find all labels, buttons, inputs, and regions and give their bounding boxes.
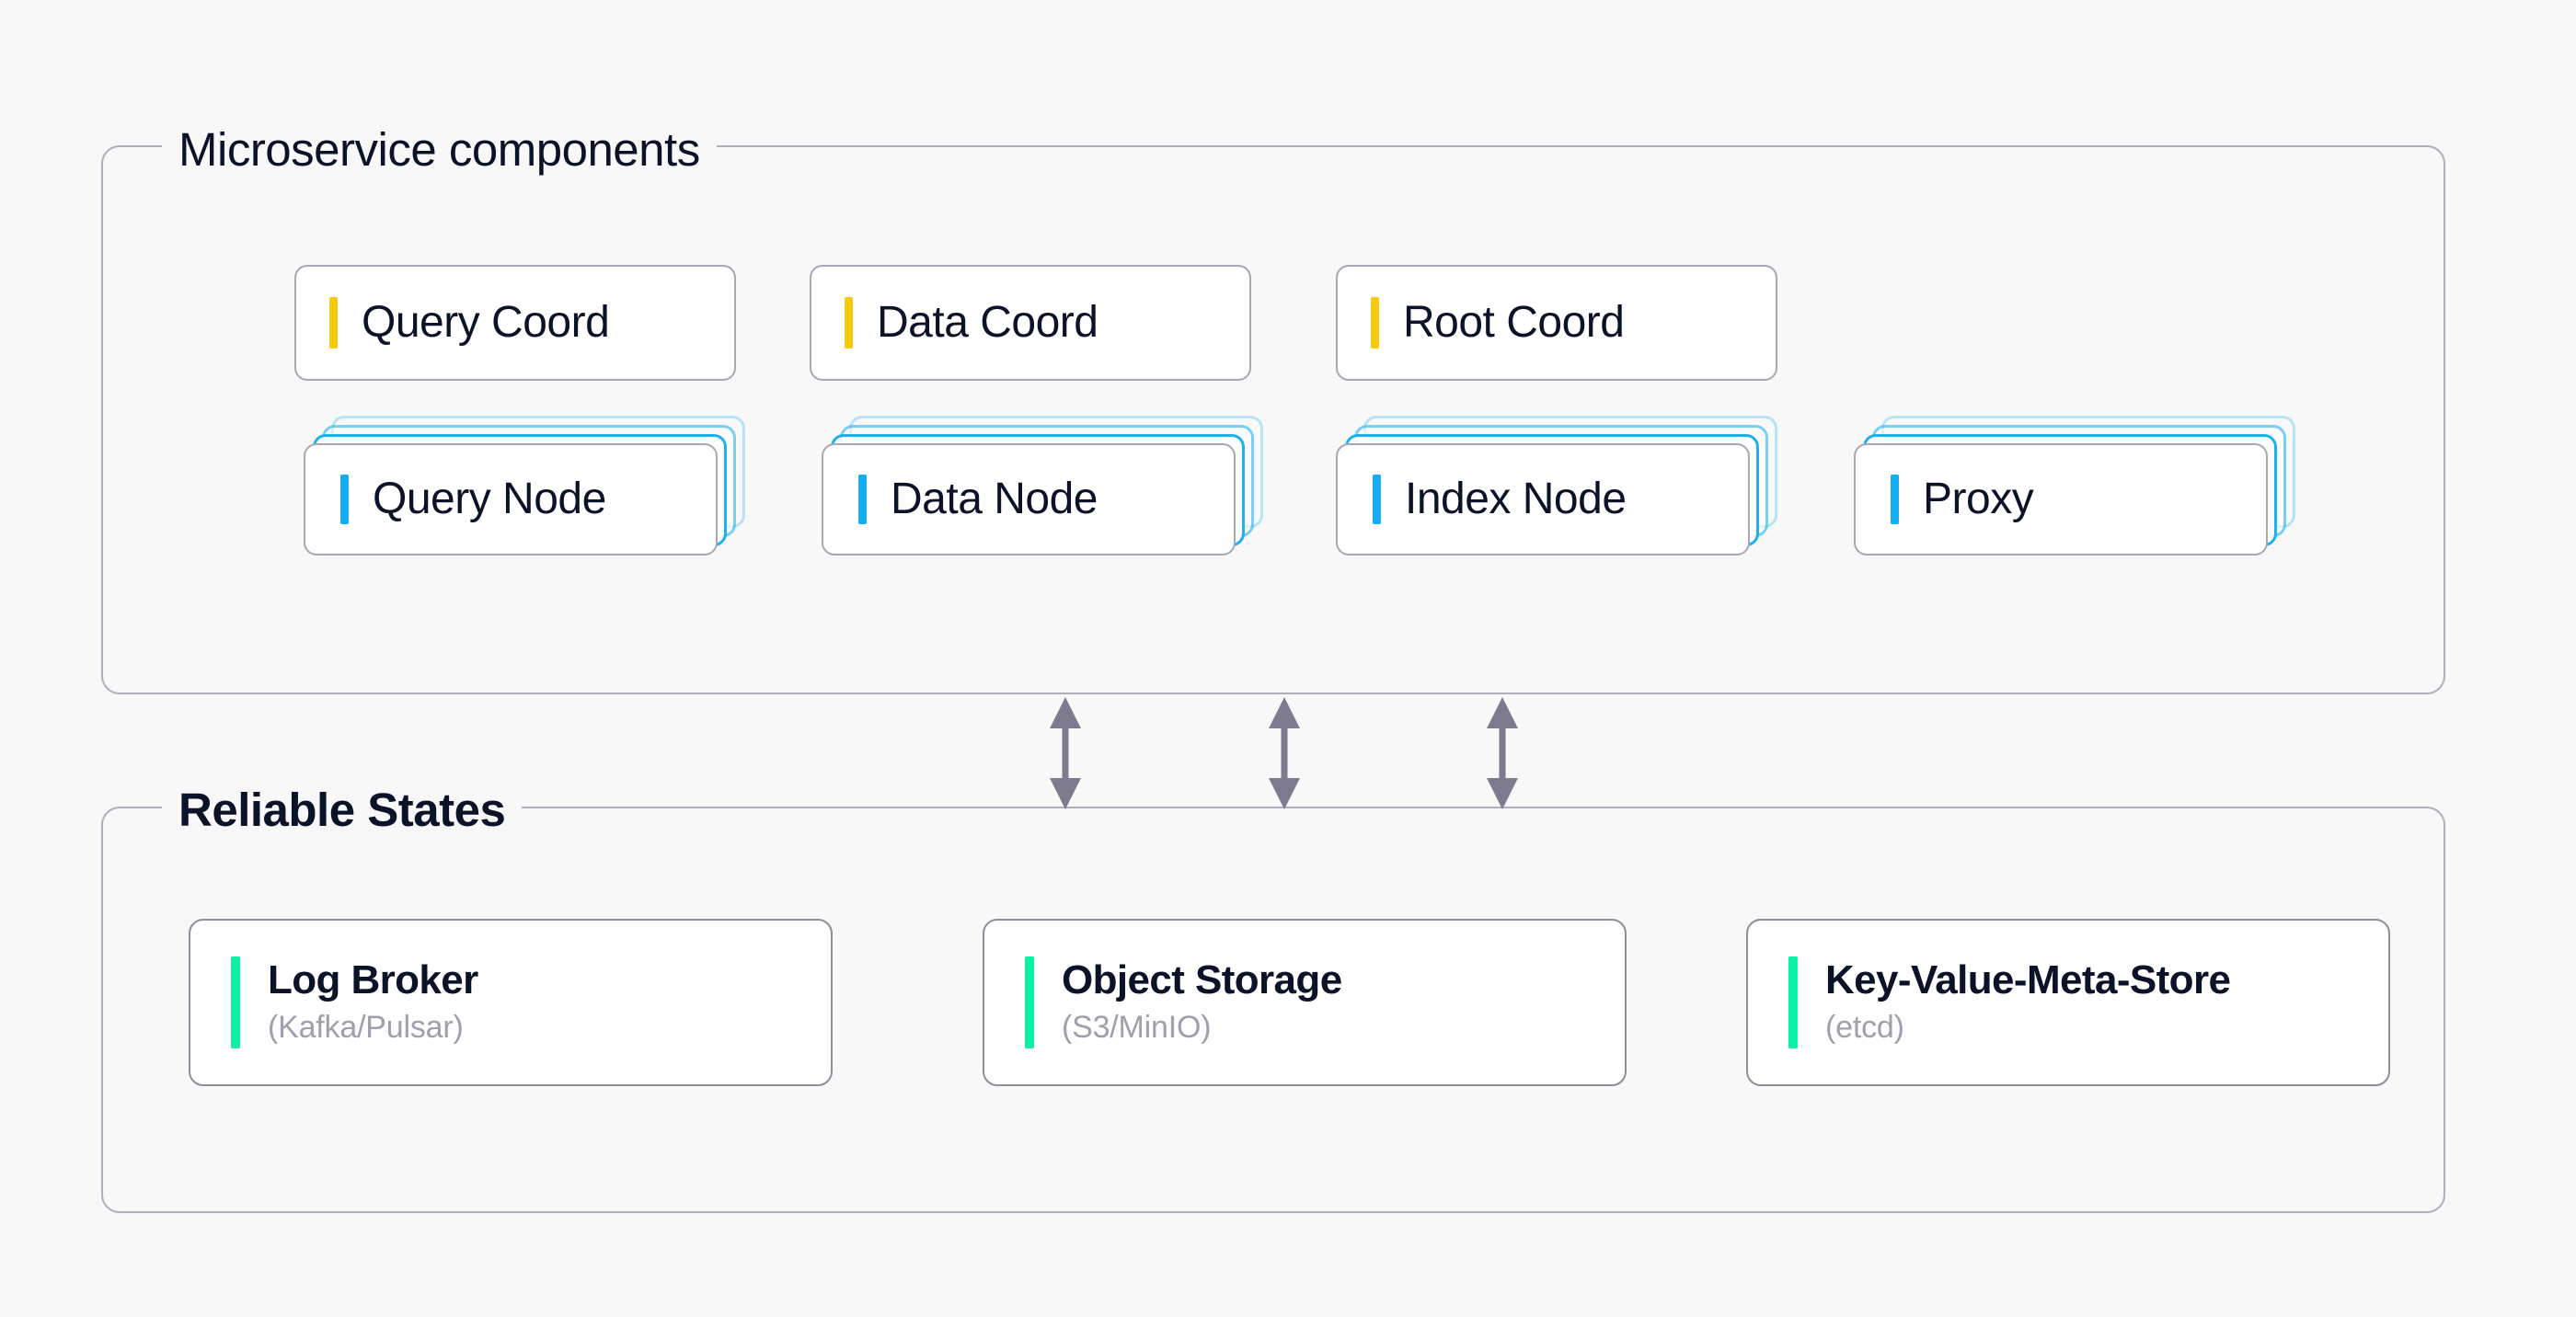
accent-bar-blue: [1891, 475, 1899, 524]
card-log-broker-subtitle: (Kafka/Pulsar): [268, 1010, 464, 1046]
card-object-storage-subtitle: (S3/MinIO): [1062, 1010, 1212, 1046]
accent-bar-blue: [1373, 475, 1381, 524]
microservice-components-frame: [101, 145, 2445, 694]
accent-bar-blue: [340, 475, 349, 524]
card-key-value-meta-store[interactable]: Key-Value-Meta-Store (etcd): [1746, 919, 2390, 1086]
double-arrow-icon: [1269, 697, 1300, 809]
card-query-coord-label: Query Coord: [362, 297, 610, 347]
accent-bar-green: [1788, 956, 1798, 1048]
accent-bar-yellow: [1371, 297, 1379, 349]
card-key-value-meta-store-subtitle: (etcd): [1825, 1010, 1904, 1046]
reliable-states-legend: Reliable States: [162, 786, 523, 833]
card-log-broker-title: Log Broker: [268, 957, 478, 1003]
card-object-storage[interactable]: Object Storage (S3/MinIO): [983, 919, 1627, 1086]
card-data-coord[interactable]: Data Coord: [810, 265, 1251, 381]
card-proxy[interactable]: Proxy: [1854, 443, 2268, 555]
accent-bar-green: [231, 956, 240, 1048]
card-query-coord[interactable]: Query Coord: [294, 265, 736, 381]
card-data-coord-label: Data Coord: [877, 297, 1098, 347]
card-index-node[interactable]: Index Node: [1336, 443, 1750, 555]
connector-arrow-3: [1478, 697, 1527, 809]
microservice-components-legend: Microservice components: [162, 126, 717, 173]
card-proxy-label: Proxy: [1923, 474, 2034, 523]
card-data-node[interactable]: Data Node: [822, 443, 1236, 555]
card-key-value-meta-store-title: Key-Value-Meta-Store: [1825, 957, 2231, 1003]
card-object-storage-title: Object Storage: [1062, 957, 1342, 1003]
connector-arrow-2: [1259, 697, 1309, 809]
card-log-broker[interactable]: Log Broker (Kafka/Pulsar): [189, 919, 833, 1086]
card-root-coord-label: Root Coord: [1403, 297, 1625, 347]
accent-bar-green: [1025, 956, 1034, 1048]
accent-bar-blue: [858, 475, 867, 524]
card-root-coord[interactable]: Root Coord: [1336, 265, 1777, 381]
accent-bar-yellow: [329, 297, 338, 349]
connector-arrow-1: [1041, 697, 1090, 809]
card-query-node-label: Query Node: [373, 474, 606, 523]
reliable-states-frame: [101, 807, 2445, 1213]
card-index-node-label: Index Node: [1405, 474, 1627, 523]
card-data-node-label: Data Node: [891, 474, 1098, 523]
double-arrow-icon: [1487, 697, 1518, 809]
double-arrow-icon: [1050, 697, 1081, 809]
accent-bar-yellow: [845, 297, 853, 349]
card-query-node[interactable]: Query Node: [304, 443, 718, 555]
